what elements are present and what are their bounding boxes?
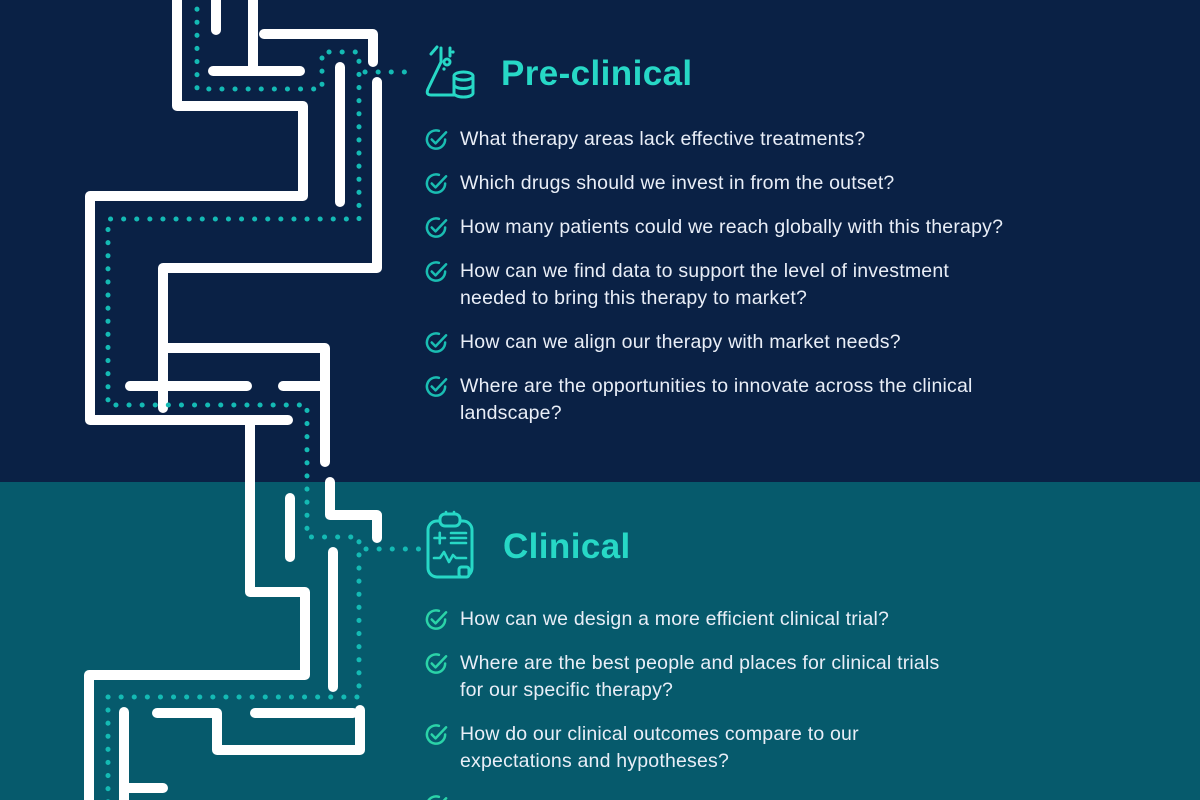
- question-item: How can we align our therapy with market…: [424, 329, 1104, 356]
- question-text: Where are the opportunities to innovate …: [460, 375, 973, 424]
- question-text: Where are the best people and places for…: [460, 652, 940, 701]
- question-text: Which drugs should we invest in from the…: [460, 172, 895, 194]
- question-text: How many patients could we reach globall…: [460, 216, 1004, 238]
- question-item: What therapy areas lack effective treatm…: [424, 126, 1104, 153]
- question-item: How can we find data to support the leve…: [424, 258, 1104, 312]
- clinical-section-background: [0, 482, 1200, 800]
- clinical-question-list: How can we design a more efficient clini…: [424, 606, 1104, 800]
- check-circle-icon: [424, 259, 449, 284]
- section-title-clinical: Clinical: [503, 527, 631, 566]
- question-item: How do our clinical outcomes compare to …: [424, 721, 1104, 775]
- question-item: How many patients could we reach globall…: [424, 214, 1104, 241]
- question-text: How can we design a more efficient clini…: [460, 608, 890, 630]
- maze-path-graphic: [84, 0, 422, 800]
- check-circle-icon: [424, 127, 449, 152]
- check-circle-icon: [424, 330, 449, 355]
- question-text: How can we find data to support the leve…: [460, 260, 950, 309]
- question-item: Where are the opportunities to innovate …: [424, 373, 1104, 427]
- question-item: Which drugs should we invest in from the…: [424, 170, 1104, 197]
- check-circle-icon: [424, 215, 449, 240]
- question-text: How do our clinical outcomes compare to …: [460, 723, 859, 772]
- question-item: How can we design a more efficient clini…: [424, 606, 1104, 633]
- check-circle-icon: [424, 374, 449, 399]
- section-header-pre-clinical: Pre-clinical: [417, 42, 693, 106]
- check-circle-icon: [424, 607, 449, 632]
- section-title-pre-clinical: Pre-clinical: [501, 54, 693, 93]
- question-item: Where are the best people and places for…: [424, 650, 1104, 704]
- check-circle-icon: [424, 722, 449, 747]
- section-header-clinical: Clinical: [421, 510, 631, 584]
- pre-clinical-question-list: What therapy areas lack effective treatm…: [424, 126, 1104, 444]
- question-text: How can we align our therapy with market…: [460, 331, 901, 353]
- clipboard-pulse-icon: [421, 510, 479, 584]
- dotted-route: [105, 0, 362, 800]
- check-circle-icon: [424, 651, 449, 676]
- question-text: What therapy areas lack effective treatm…: [460, 128, 866, 150]
- check-circle-icon: [424, 793, 449, 800]
- flask-data-icon: [417, 42, 477, 106]
- question-item: [424, 792, 1104, 800]
- check-circle-icon: [424, 171, 449, 196]
